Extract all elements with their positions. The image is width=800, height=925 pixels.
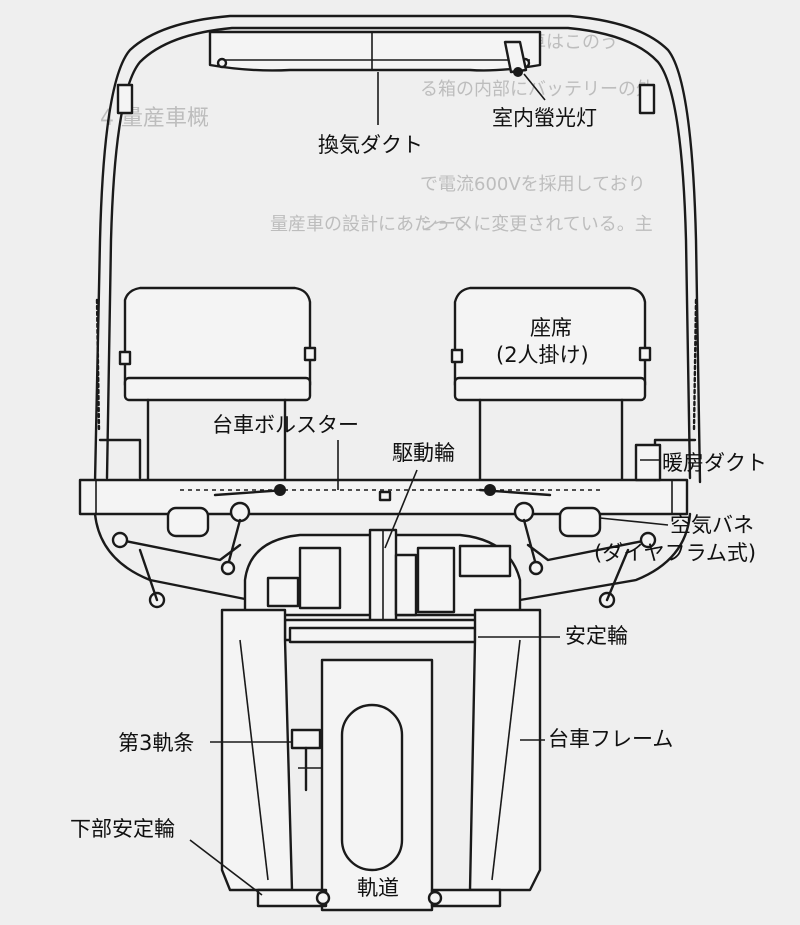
leader-lines: [189, 72, 669, 896]
bleed-line-5: シーメに変更されている。主: [420, 214, 653, 235]
label-lower-stabilizing-wheel: 下部安定輪: [70, 817, 175, 841]
label-heating-duct: 暖房ダクト: [662, 451, 767, 475]
bleed-line-4: 量産車の設計にあたって: [270, 214, 467, 235]
label-third-rail: 第3軌条: [118, 731, 194, 755]
label-air-spring-type: (ダイヤフラム式): [594, 541, 756, 565]
label-bogie-bolster: 台車ボルスター: [212, 413, 359, 437]
label-interior-fluorescent-light: 室内螢光灯: [492, 106, 597, 130]
seat-right: [450, 286, 652, 482]
label-seat-note: (2人掛け): [496, 343, 589, 367]
bogie-frame: [220, 608, 542, 892]
bolster-linkage-right: [478, 484, 552, 576]
labels: 換気ダクト 室内螢光灯 座席 (2人掛け) 台車ボルスター 駆動輪 暖房ダクト …: [70, 106, 767, 900]
seat-left: [118, 286, 317, 482]
label-stabilizing-wheel: 安定輪: [565, 624, 628, 648]
label-ventilation-duct: 換気ダクト: [318, 133, 423, 157]
air-spring-right: [526, 506, 657, 609]
label-drive-wheel: 駆動輪: [392, 441, 455, 465]
track-beam: [320, 658, 434, 912]
ventilation-duct: [208, 30, 542, 72]
label-air-spring: 空気バネ: [670, 513, 754, 537]
third-rail: [290, 728, 322, 792]
interior-fluorescent-light: [503, 40, 528, 77]
label-bogie-frame: 台車フレーム: [548, 727, 673, 751]
car-body: [93, 14, 702, 484]
heating-duct: [634, 443, 662, 482]
air-spring-left: [111, 506, 242, 609]
bleed-heading: 4 量産車概: [100, 106, 209, 131]
label-track-beam: 軌道: [357, 876, 399, 900]
label-seat: 座席: [530, 316, 572, 340]
lower-stabilizing-wheels: [256, 888, 502, 908]
bleed-line-3: で電流600Vを採用しており: [420, 174, 646, 195]
bolster-linkage-left: [213, 484, 287, 576]
stabilizing-wheel: [283, 618, 482, 644]
